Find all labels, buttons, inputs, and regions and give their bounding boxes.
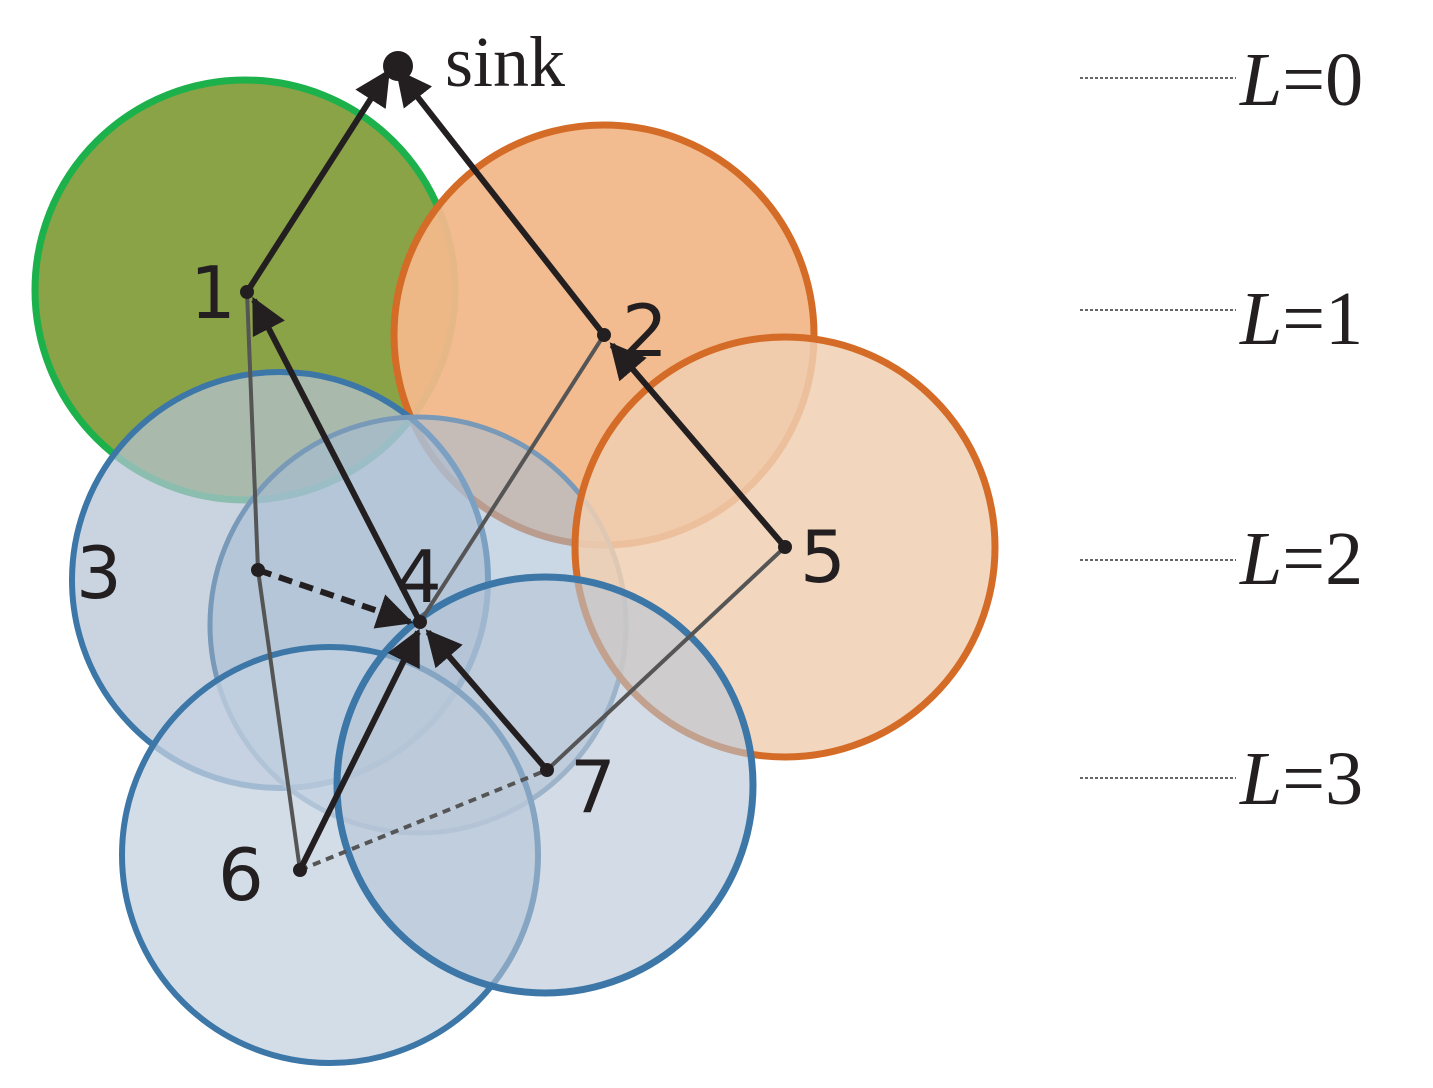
node-3-label: 3 (76, 531, 122, 615)
arrow-3-to-4 (257, 567, 414, 629)
sensor-nodes (240, 285, 792, 877)
sink-node (383, 51, 413, 81)
arrow-6-to-4 (297, 628, 421, 872)
node-7-dot (540, 763, 554, 777)
coverage-circles (31, 76, 999, 1066)
svg-text:L=2: L=2 (1239, 517, 1363, 601)
neighbor-links (245, 291, 787, 872)
link-7-5 (545, 545, 787, 772)
level-legend: L=0 L=1 L=2 L=3 (1080, 38, 1363, 821)
arrow-1-to-sink (244, 68, 391, 294)
node-2-label: 2 (622, 289, 668, 373)
level-3-var: L (1239, 737, 1282, 821)
node-4-dot (413, 615, 427, 629)
level-2: L=2 (1080, 517, 1363, 601)
node-7-label: 7 (570, 745, 616, 829)
arrow-7-to-4 (425, 629, 550, 772)
level-0-var: L (1239, 38, 1282, 122)
svg-text:L=1: L=1 (1239, 277, 1363, 361)
node-6-dot (293, 863, 307, 877)
level-0-value: =0 (1282, 38, 1363, 122)
arrow-4-to-1 (251, 296, 423, 624)
node-4-label: 4 (396, 535, 442, 619)
node-3-dot (251, 563, 265, 577)
sink-label: sink (445, 22, 565, 102)
link-3-6 (256, 569, 302, 871)
level-2-value: =2 (1282, 517, 1363, 601)
node-1-label: 1 (190, 251, 236, 335)
level-1-value: =1 (1282, 277, 1363, 361)
node-7-coverage (333, 573, 757, 997)
node-5-dot (778, 540, 792, 554)
level-3-value: =3 (1282, 737, 1363, 821)
arrow-2-to-sink (395, 69, 607, 337)
node-6-label: 6 (218, 833, 264, 917)
node-5-label: 5 (800, 515, 846, 599)
level-3: L=3 (1080, 737, 1363, 821)
level-1: L=1 (1080, 277, 1363, 361)
link-6-7 (299, 768, 548, 872)
node-labels: 1 2 3 4 5 6 7 (76, 251, 846, 917)
svg-text:L=3: L=3 (1239, 737, 1363, 821)
svg-text:L=0: L=0 (1239, 38, 1363, 122)
node-1-dot (240, 285, 254, 299)
node-2-dot (597, 328, 611, 342)
link-1-3 (245, 291, 260, 571)
routing-arrows (244, 68, 788, 872)
level-1-var: L (1239, 277, 1282, 361)
arrow-5-to-2 (609, 342, 788, 549)
link-4-2 (418, 333, 606, 624)
level-2-var: L (1239, 517, 1282, 601)
level-0: L=0 (1080, 38, 1363, 122)
